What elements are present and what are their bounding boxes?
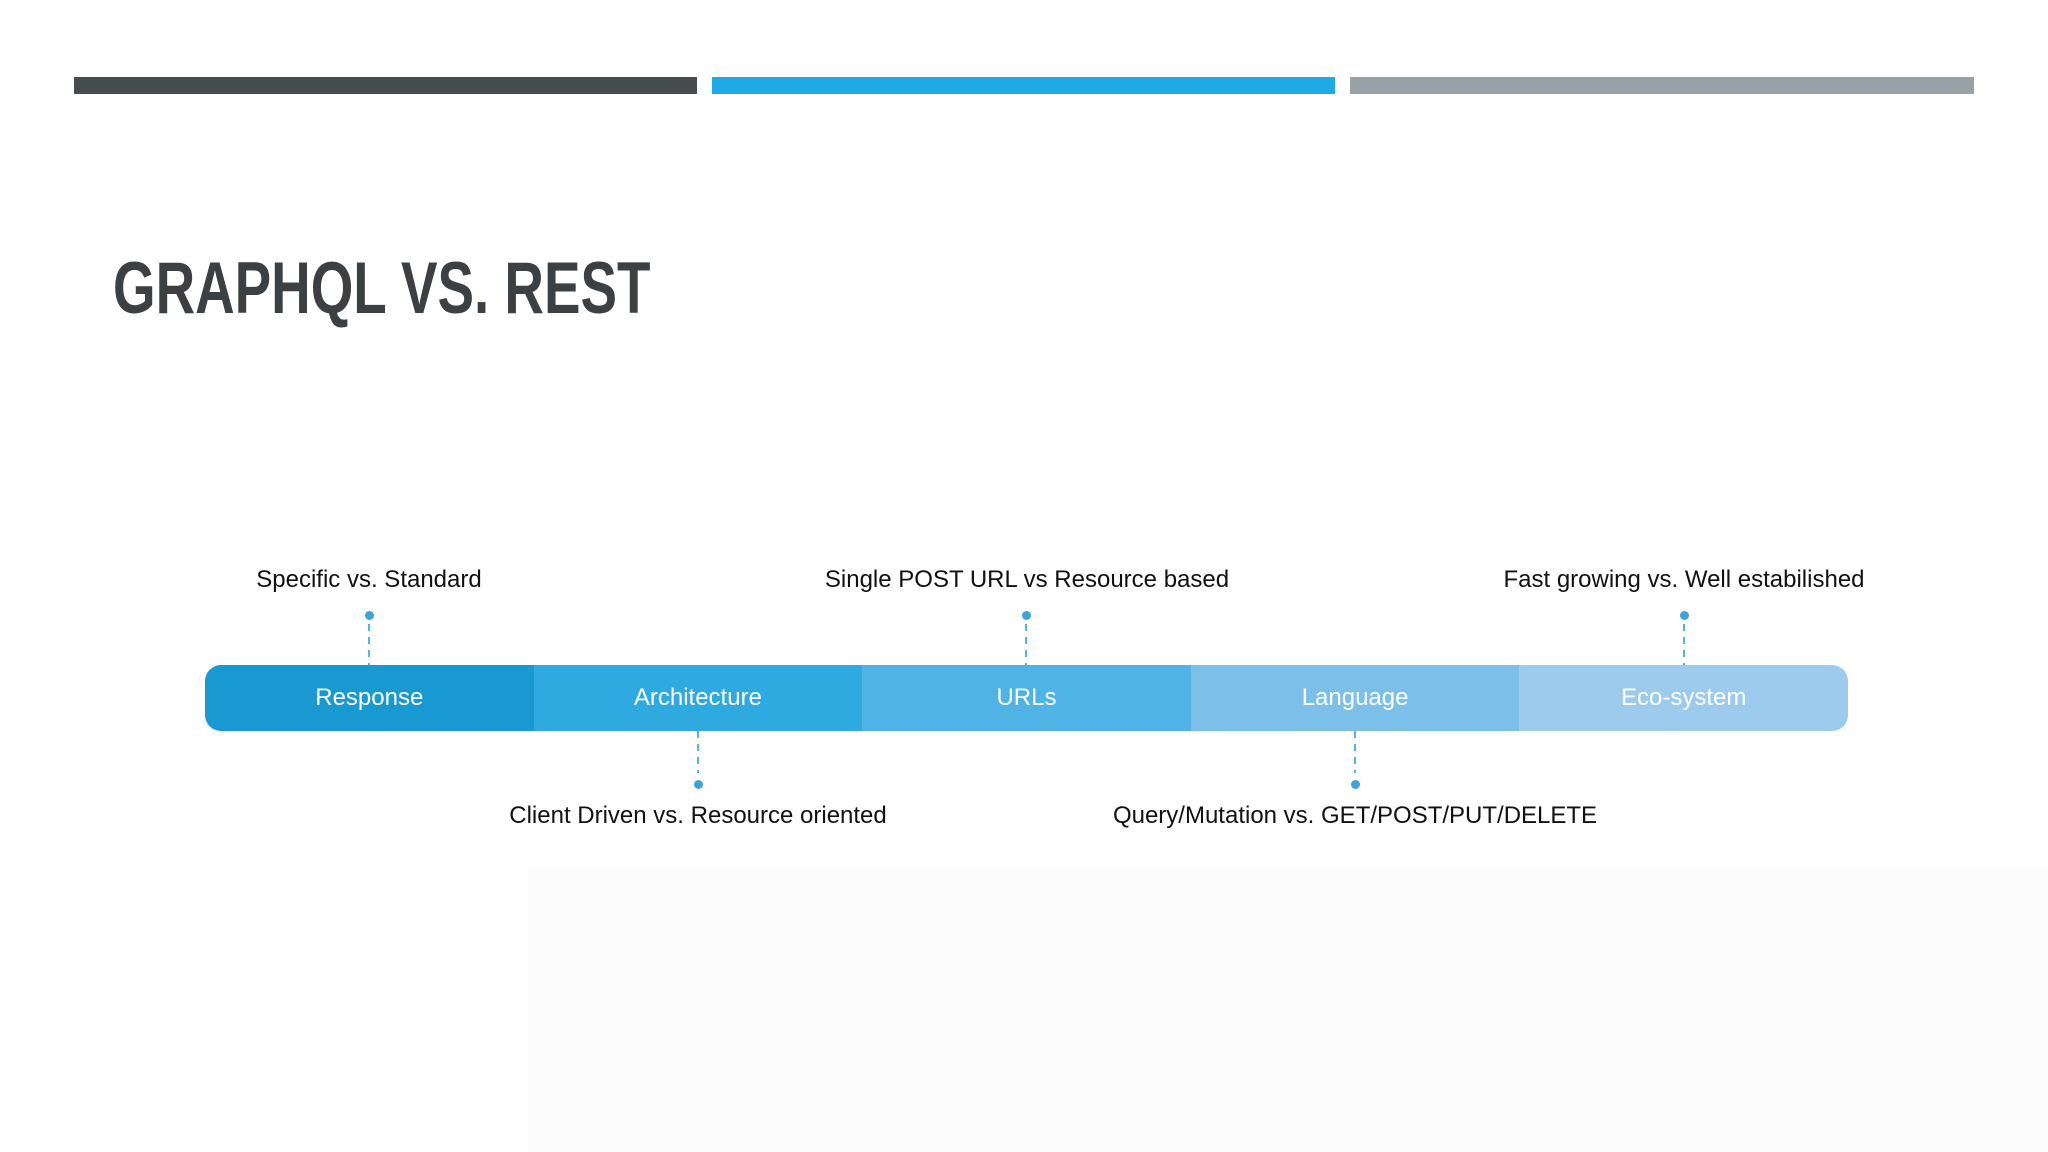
accent-bar-cyan [712, 77, 1335, 94]
segment-label: URLs [996, 684, 1057, 711]
connector-dot-ecosystem [1680, 611, 1689, 620]
background-shade [528, 868, 2048, 1152]
connector-line-response [368, 624, 370, 665]
segment-urls: URLs [862, 665, 1191, 731]
connector-line-urls [1025, 624, 1027, 665]
accent-bar-gray [1350, 77, 1974, 94]
connector-dot-architecture [694, 780, 703, 789]
segment-architecture: Architecture [533, 665, 863, 731]
annotation-language: Query/Mutation vs. GET/POST/PUT/DELETE [1112, 802, 1598, 829]
segment-label: Architecture [633, 684, 762, 711]
comparison-bar: Response Architecture URLs Language Eco-… [205, 665, 1848, 731]
segment-label: Eco-system [1620, 684, 1747, 711]
segment-label: Language [1301, 684, 1409, 711]
connector-dot-response [365, 611, 374, 620]
segment-ecosystem: Eco-system [1519, 665, 1848, 731]
annotation-response: Specific vs. Standard [256, 566, 482, 593]
annotation-ecosystem: Fast growing vs. Well estabilished [1503, 566, 1865, 593]
segment-response: Response [205, 665, 534, 731]
annotation-architecture: Client Driven vs. Resource oriented [509, 802, 887, 829]
slide-title: GRAPHQL VS. REST [113, 248, 651, 329]
connector-line-language [1354, 731, 1356, 773]
accent-bar-dark [74, 77, 697, 94]
connector-line-ecosystem [1683, 624, 1685, 665]
segment-language: Language [1190, 665, 1520, 731]
connector-dot-urls [1022, 611, 1031, 620]
annotation-urls: Single POST URL vs Resource based [824, 566, 1230, 593]
connector-dot-language [1351, 780, 1360, 789]
connector-line-architecture [697, 731, 699, 773]
segment-label: Response [315, 684, 424, 711]
